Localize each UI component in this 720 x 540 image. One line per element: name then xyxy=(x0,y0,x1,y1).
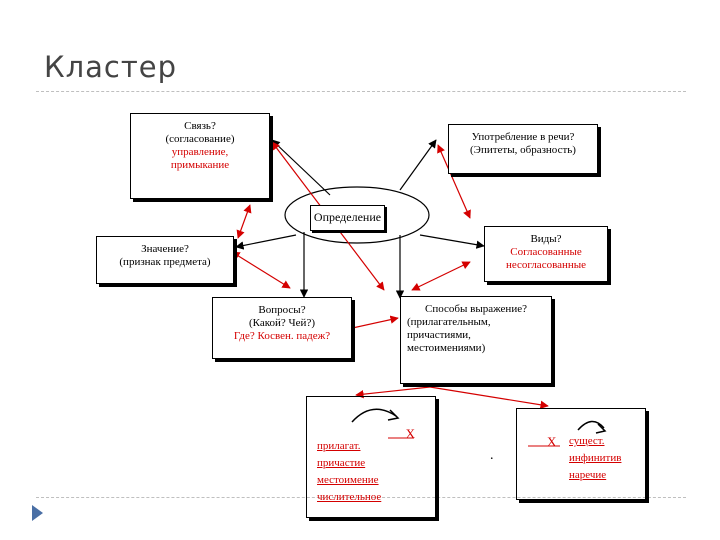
box-voprosy: Вопросы? (Какой? Чей?) Где? Косвен. паде… xyxy=(212,297,352,359)
vidy-red-1: Согласованные xyxy=(510,246,582,258)
left-bottom-line-4: числительное xyxy=(317,491,382,503)
svyaz-answer: (согласование) xyxy=(165,133,235,145)
box-left-bottom: Х прилагат. причастие местоимение числит… xyxy=(306,396,436,518)
upotreb-question: Употребление в речи? xyxy=(471,131,575,143)
box-svyaz: Связь? (согласование) управление, примык… xyxy=(130,113,270,199)
vidy-red-2: несогласованные xyxy=(505,259,587,271)
nav-triangle-icon[interactable] xyxy=(32,505,43,521)
right-bottom-x: Х xyxy=(547,434,557,449)
svyaz-red-2: примыкание xyxy=(170,159,230,171)
left-bottom-line-3: местоимение xyxy=(317,474,379,486)
title-divider xyxy=(36,91,686,92)
box-znachenie: Значение? (признак предмета) xyxy=(96,236,234,284)
right-bottom-line-1: сущест. xyxy=(569,435,605,447)
slide-title: Кластер xyxy=(44,50,177,84)
left-bottom-x: Х xyxy=(405,426,415,441)
znach-answer: (признак предмета) xyxy=(119,256,211,268)
sposoby-line-2: причастиями, xyxy=(407,329,471,341)
sposoby-question: Способы выражение? xyxy=(425,303,527,315)
stray-dot: . xyxy=(490,448,494,463)
left-bottom-line-1: прилагат. xyxy=(317,440,361,452)
footer-divider xyxy=(36,497,686,498)
znach-question: Значение? xyxy=(141,243,189,255)
svyaz-question: Связь? xyxy=(184,120,216,132)
box-vidy: Виды? Согласованные несогласованные xyxy=(484,226,608,282)
curved-arrow-icon xyxy=(351,408,607,434)
right-bottom-line-3: наречие xyxy=(569,469,607,481)
voprosy-red: Где? Косвен. падеж? xyxy=(233,330,331,342)
sposoby-line-3: местоимениями) xyxy=(407,342,486,354)
left-bottom-line-2: причастие xyxy=(317,457,366,469)
box-upotreblenie: Употребление в речи? (Эпитеты, образност… xyxy=(448,124,598,174)
right-bottom-line-2: инфинитив xyxy=(569,452,622,464)
upotreb-answer: (Эпитеты, образность) xyxy=(470,144,576,156)
sposoby-line-1: (прилагательным, xyxy=(407,316,491,328)
voprosy-question: Вопросы? xyxy=(258,304,306,316)
voprosy-answer: (Какой? Чей?) xyxy=(248,317,315,329)
center-definition-box: Определение xyxy=(310,205,385,231)
vidy-question: Виды? xyxy=(530,233,562,245)
box-sposoby: Способы выражение? (прилагательным, прич… xyxy=(400,296,552,384)
box-right-bottom: Х сущест. инфинитив наречие xyxy=(516,408,646,500)
svyaz-red-1: управление, xyxy=(171,146,229,158)
